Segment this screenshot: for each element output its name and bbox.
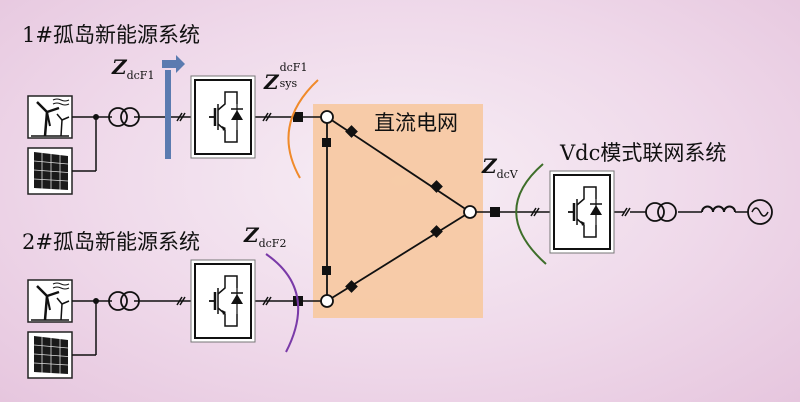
dc-grid-area xyxy=(313,104,483,318)
arc-purple xyxy=(265,253,300,353)
system2-title: 2#孤岛新能源系统 xyxy=(22,230,200,254)
arc-green xyxy=(515,163,547,265)
dc-grid-breakers xyxy=(322,125,443,293)
solar-panel-icon xyxy=(27,147,73,195)
breaker-icon xyxy=(293,112,303,122)
converter-icon xyxy=(548,169,616,255)
solar-panel-icon xyxy=(27,331,73,379)
dc-grid-nodes xyxy=(320,110,477,308)
wind-turbine-icon xyxy=(26,94,74,140)
fault-marker-1 xyxy=(165,70,171,159)
impedance-zdcf1-label: ZdcF1 xyxy=(112,55,155,82)
system2-wiring xyxy=(72,300,327,356)
vdc-system-title: Vdc模式联网系统 xyxy=(560,141,727,165)
arc-orange xyxy=(287,79,319,179)
system1-sources xyxy=(26,94,74,195)
wind-turbine-icon xyxy=(26,278,74,324)
system1-title: 1#孤岛新能源系统 xyxy=(22,23,200,47)
converter-icon xyxy=(189,74,257,160)
arrow-icon xyxy=(162,55,185,73)
system2-sources xyxy=(26,278,74,379)
ac-source-icon xyxy=(747,199,773,225)
transformer-icon xyxy=(645,202,677,222)
converter-icon xyxy=(189,258,257,344)
impedance-zdcv-label: ZdcV xyxy=(482,154,518,181)
breaker-icon xyxy=(490,207,500,217)
inductor-icon xyxy=(701,205,736,213)
impedance-zdcf2-label: ZdcF2 xyxy=(244,223,287,250)
system1-wiring xyxy=(72,116,327,172)
dc-grid-title: 直流电网 xyxy=(374,111,458,135)
